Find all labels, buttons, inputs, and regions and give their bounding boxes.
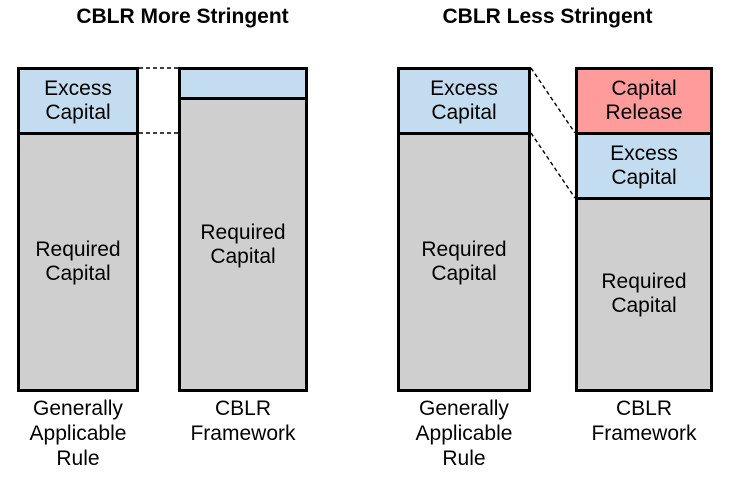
caption-line-1: Generally (33, 397, 123, 420)
caption-line-1: Generally (419, 397, 509, 420)
caption-line-1: CBLR (214, 397, 272, 420)
segment-label-line-2: Release (605, 100, 683, 124)
caption-line-1: CBLR (615, 397, 673, 420)
segment-label-line-1: Excess (44, 76, 112, 100)
segment-label-line-2: Capital (210, 244, 276, 268)
segment-label-line-1: Excess (430, 76, 498, 100)
segment-excess-capital: Excess Capital (400, 70, 528, 135)
segment-label-line-2: Capital (431, 100, 497, 124)
segment-required-capital: Required Capital (400, 134, 528, 389)
bar-cblr-framework-more: Required Capital (178, 67, 308, 392)
caption-generally-applicable-rule-more: Generally Applicable Rule (7, 396, 149, 471)
bar-generally-applicable-rule-more: Excess Capital Required Capital (17, 67, 139, 392)
caption-line-2: Framework (190, 422, 296, 445)
segment-required-capital: Required Capital (181, 100, 305, 389)
segment-label-line-1: Capital (611, 76, 677, 100)
segment-capital-release: Capital Release (578, 70, 710, 135)
caption-line-2: Applicable (29, 422, 127, 445)
panel-title-more-stringent: CBLR More Stringent (76, 5, 289, 28)
caption-cblr-framework-less: CBLR Framework (565, 396, 723, 446)
caption-line-2: Framework (591, 422, 697, 445)
segment-label-line-2: Capital (611, 165, 677, 189)
caption-cblr-framework-more: CBLR Framework (168, 396, 318, 446)
segment-label-line-1: Required (601, 270, 687, 294)
segment-label-line-2: Capital (431, 261, 497, 285)
segment-required-capital: Required Capital (20, 134, 136, 389)
panel-title-less-stringent: CBLR Less Stringent (442, 5, 653, 28)
panel-cblr-more-stringent: CBLR More Stringent Excess Capital Requi… (7, 5, 318, 471)
segment-required-capital: Required Capital (578, 199, 710, 389)
caption-line-2: Applicable (415, 422, 513, 445)
segment-label-line-2: Capital (611, 294, 677, 318)
caption-line-3: Rule (442, 447, 486, 470)
segment-excess-capital (181, 70, 305, 101)
segment-excess-capital: Excess Capital (578, 134, 710, 200)
segment-excess-capital: Excess Capital (20, 70, 136, 135)
segment-label-line-1: Required (200, 220, 286, 244)
caption-line-3: Rule (56, 447, 100, 470)
segment-label-line-1: Required (35, 237, 121, 261)
segment-label-line-1: Required (421, 237, 507, 261)
bar-cblr-framework-less: Capital Release Excess Capital Required … (575, 67, 713, 392)
panel-cblr-less-stringent: CBLR Less Stringent (365, 0, 730, 498)
segment-label-line-2: Capital (45, 261, 111, 285)
bar-generally-applicable-rule-less: Excess Capital Required Capital (397, 67, 531, 392)
segment-label-line-2: Capital (45, 100, 111, 124)
segment-label-line-1: Excess (610, 141, 678, 165)
caption-generally-applicable-rule-less: Generally Applicable Rule (387, 396, 541, 471)
